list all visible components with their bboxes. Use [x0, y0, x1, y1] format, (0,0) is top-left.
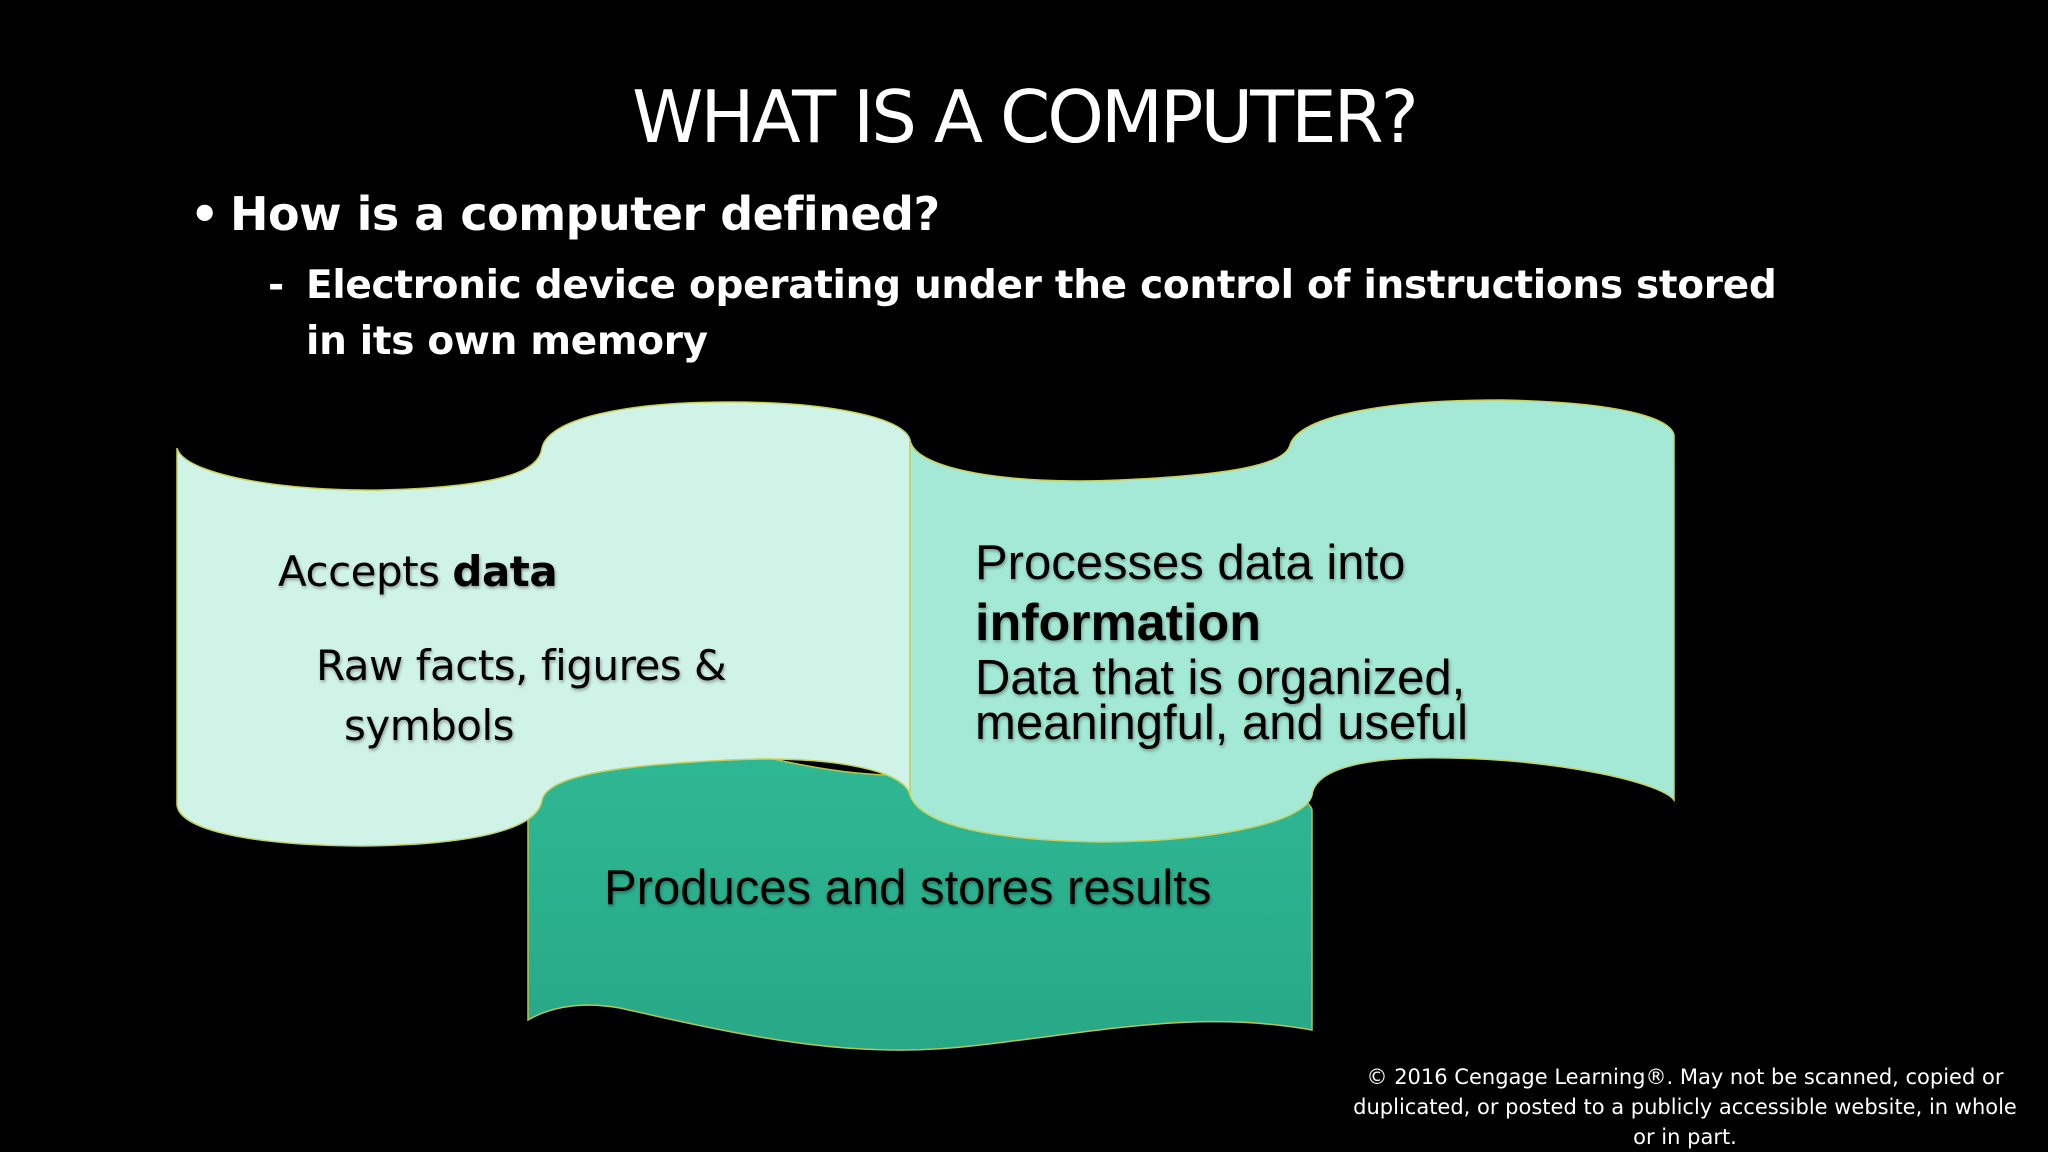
slide-title: WHAT IS A COMPUTER? — [632, 75, 1419, 159]
produces-label: Produces and stores results — [604, 861, 1212, 915]
processes-keyword: information — [975, 594, 1261, 652]
accepts-data-label: Accepts data — [278, 542, 558, 602]
bullet-text: How is a computer defined? — [230, 187, 940, 241]
accepts-prefix: Accepts — [278, 547, 453, 596]
data-definition-line1: Raw facts, figures & — [316, 641, 727, 690]
information-definition: Data that is organized, meaningful, and … — [975, 651, 1469, 750]
data-definition: Raw facts, figures & symbols — [316, 636, 786, 756]
sub-bullet-item: - Electronic device operating under the … — [268, 258, 1808, 370]
processes-label: Processes data into information Data tha… — [975, 533, 1615, 750]
data-definition-line2: symbols — [344, 701, 515, 750]
processes-prefix: Processes data into — [975, 536, 1406, 590]
copyright-notice: © 2016 Cengage Learning®. May not be sca… — [1353, 1065, 2017, 1149]
sub-bullet-marker: - — [268, 263, 284, 308]
sub-bullet-text: Electronic device operating under the co… — [306, 263, 1777, 364]
bullet-item: •How is a computer defined? — [190, 182, 940, 246]
accepts-keyword: data — [452, 547, 558, 596]
bullet-marker: • — [190, 187, 219, 241]
processes-wave-shape — [909, 399, 1675, 843]
